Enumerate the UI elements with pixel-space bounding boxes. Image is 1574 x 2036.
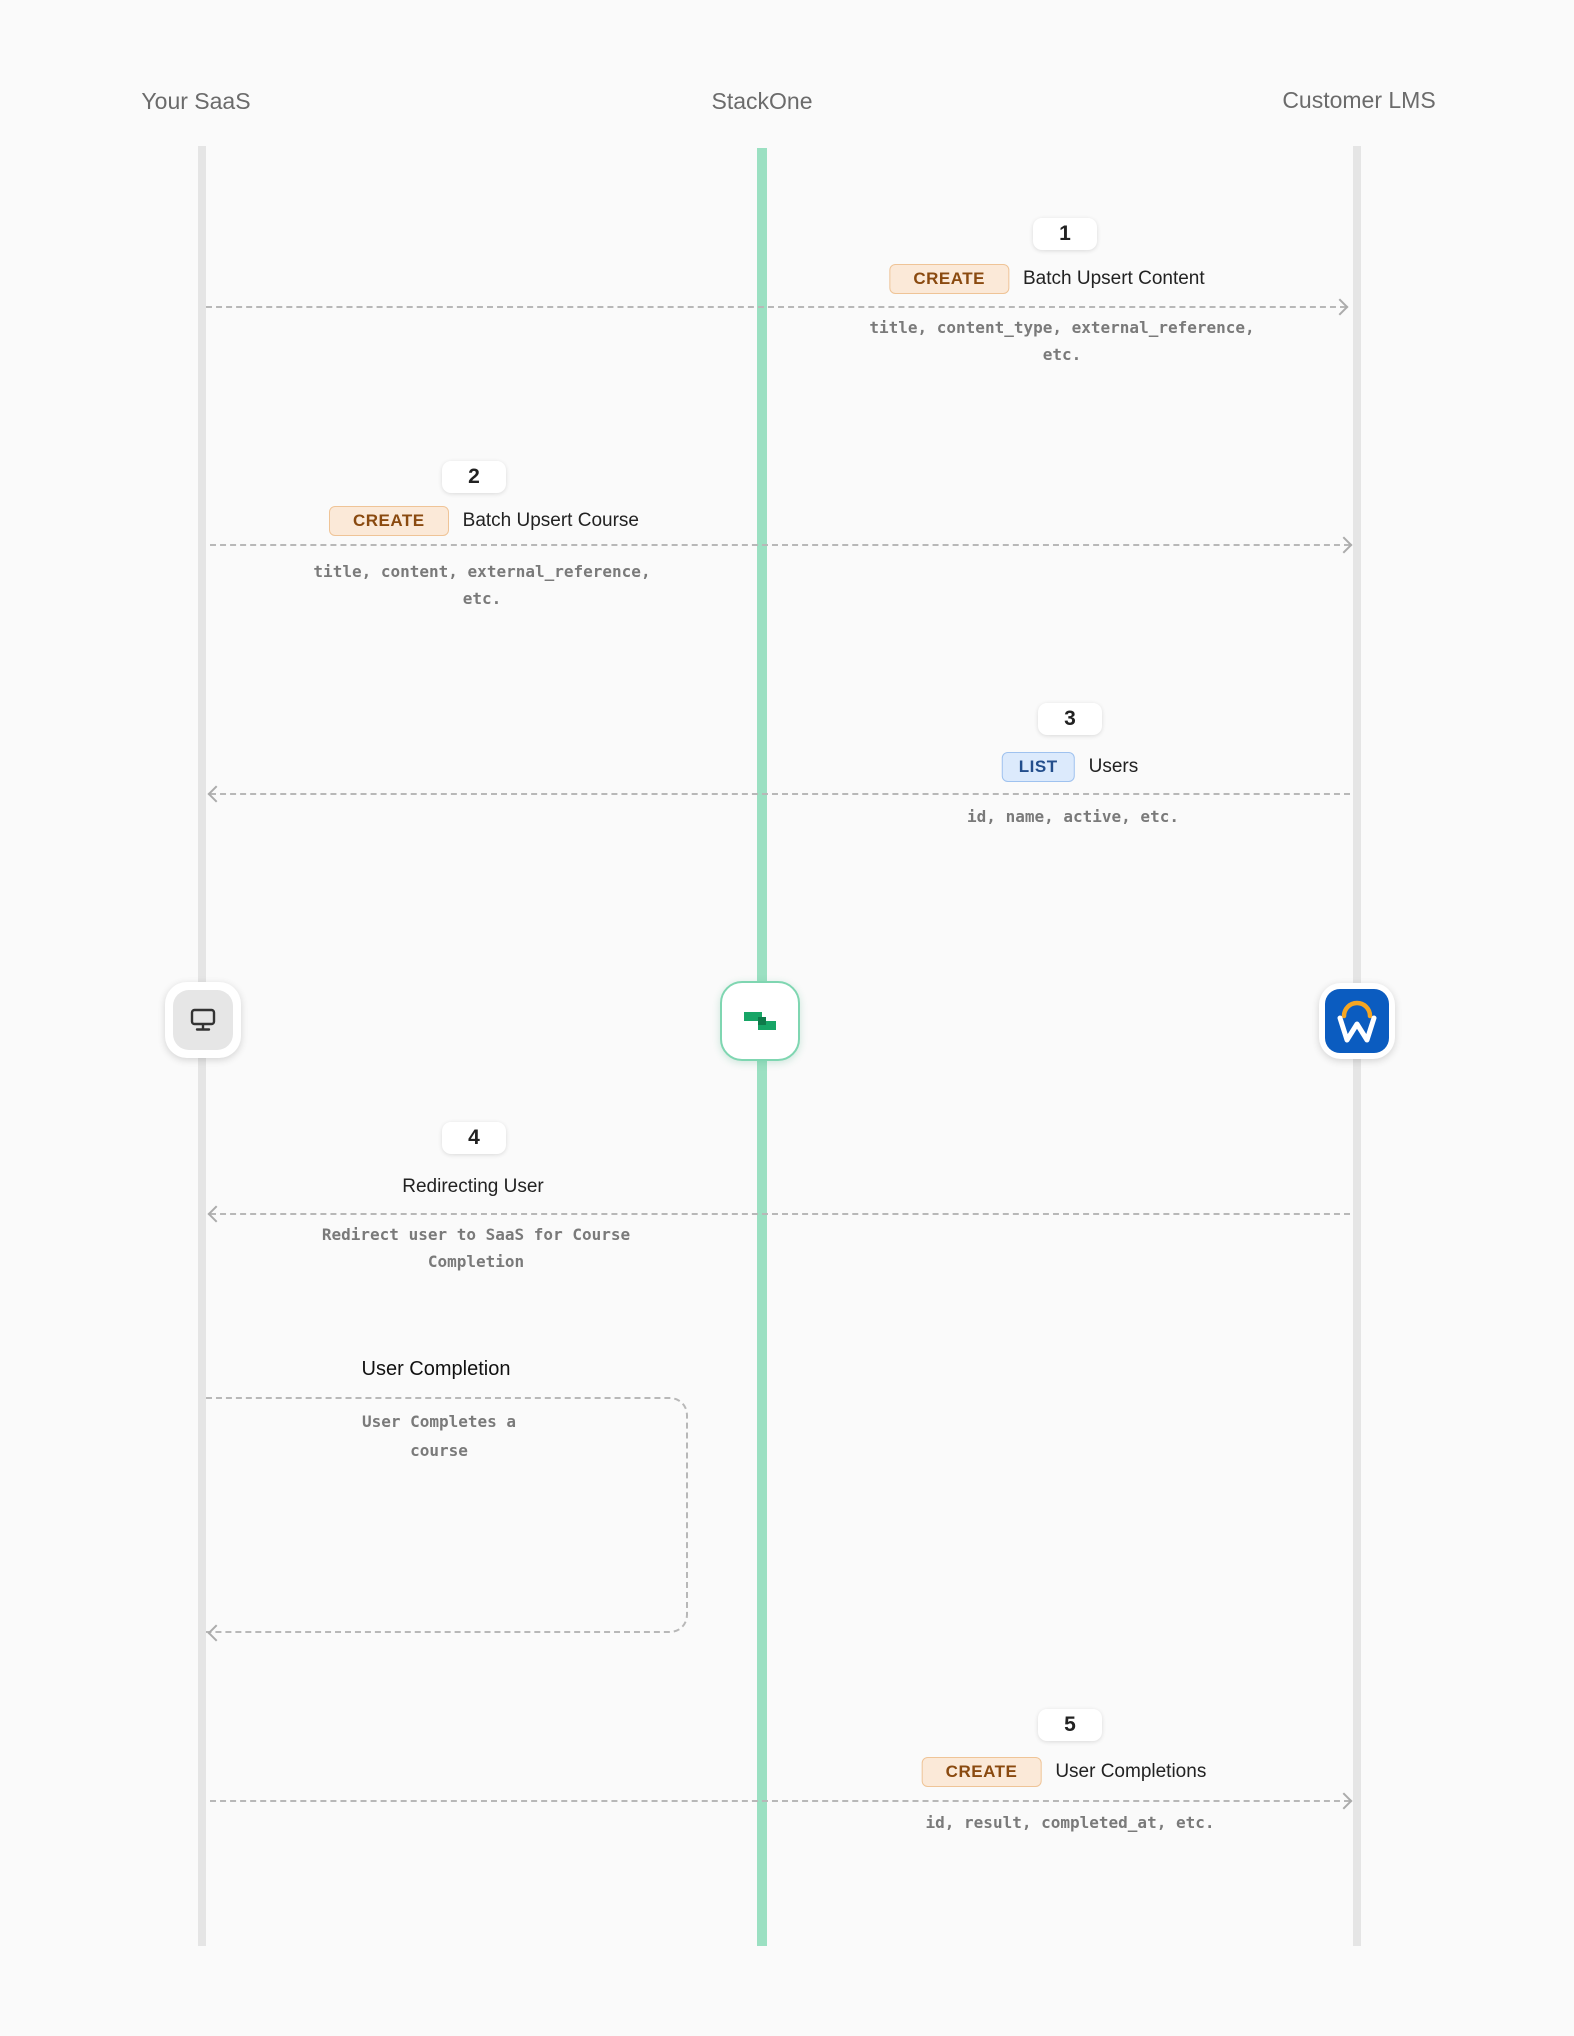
create-method-badge: CREATE bbox=[921, 1757, 1042, 1787]
step-badge: 3 bbox=[1038, 703, 1102, 735]
workday-logo-icon bbox=[1325, 989, 1389, 1053]
response-arrow bbox=[210, 793, 1350, 795]
step-fields: title, content_type, external_reference,… bbox=[869, 314, 1254, 368]
fields-line: title, content_type, external_reference, bbox=[869, 318, 1255, 337]
step-badge: 2 bbox=[442, 461, 506, 493]
operation-name: Batch Upsert Content bbox=[1022, 268, 1205, 289]
step-fields: id, result, completed_at, etc. bbox=[926, 1809, 1215, 1836]
operation-name: Users bbox=[1088, 756, 1139, 777]
fields-line: title, content, external_reference, bbox=[313, 562, 651, 581]
arrowhead-left bbox=[207, 785, 225, 803]
step-label: CREATE User Completions bbox=[921, 1757, 1207, 1787]
step-badge: 4 bbox=[442, 1122, 506, 1154]
operation-name: User Completions bbox=[1055, 1761, 1207, 1782]
lane-title-your-saas: Your SaaS bbox=[141, 88, 251, 114]
operation-name: Redirecting User bbox=[402, 1176, 544, 1197]
lane-title-customer-lms: Customer LMS bbox=[1282, 87, 1436, 113]
customer-lms-node bbox=[1319, 983, 1395, 1059]
completion-text-line: course bbox=[410, 1441, 468, 1460]
your-saas-node bbox=[165, 982, 241, 1058]
response-arrow bbox=[210, 1213, 1350, 1215]
self-loop-arrow bbox=[206, 1397, 688, 1633]
fields-line: etc. bbox=[462, 589, 502, 608]
request-arrow bbox=[210, 544, 1350, 546]
step-label: Redirecting User bbox=[402, 1176, 544, 1198]
step-badge: 5 bbox=[1038, 1709, 1102, 1741]
fields-line: Completion bbox=[427, 1252, 525, 1271]
completion-title: User Completion bbox=[361, 1358, 511, 1380]
step-badge: 1 bbox=[1033, 218, 1097, 250]
arrowhead-left bbox=[207, 1205, 225, 1223]
step-fields: id, name, active, etc. bbox=[967, 803, 1179, 830]
step-label: CREATE Batch Upsert Course bbox=[329, 506, 639, 536]
completion-text-line: User Completes a bbox=[361, 1412, 517, 1431]
request-arrow bbox=[210, 1800, 1350, 1802]
step-fields: title, content, external_reference, etc. bbox=[313, 558, 650, 612]
fields-line: id, result, completed_at, etc. bbox=[925, 1813, 1215, 1832]
lane-title-stackone: StackOne bbox=[711, 88, 813, 114]
monitor-icon bbox=[173, 990, 233, 1050]
step-fields: Redirect user to SaaS for Course Complet… bbox=[322, 1221, 630, 1275]
fields-line: Redirect user to SaaS for Course bbox=[321, 1225, 631, 1244]
arrowhead-right bbox=[1335, 1792, 1353, 1810]
operation-name: Batch Upsert Course bbox=[462, 510, 639, 531]
request-arrow bbox=[206, 306, 1346, 308]
step-label: CREATE Batch Upsert Content bbox=[889, 264, 1205, 294]
stackone-logo-icon bbox=[744, 1012, 776, 1030]
arrowhead-right bbox=[1335, 536, 1353, 554]
completion-text: User Completes a course bbox=[362, 1407, 516, 1465]
create-method-badge: CREATE bbox=[889, 264, 1009, 294]
list-method-badge: LIST bbox=[1001, 752, 1075, 782]
create-method-badge: CREATE bbox=[329, 506, 449, 536]
fields-line: etc. bbox=[1042, 345, 1082, 364]
stackone-node bbox=[720, 981, 800, 1061]
arrowhead-right bbox=[1331, 298, 1349, 316]
step-label: LIST Users bbox=[1001, 752, 1139, 782]
fields-line: id, name, active, etc. bbox=[967, 807, 1179, 826]
